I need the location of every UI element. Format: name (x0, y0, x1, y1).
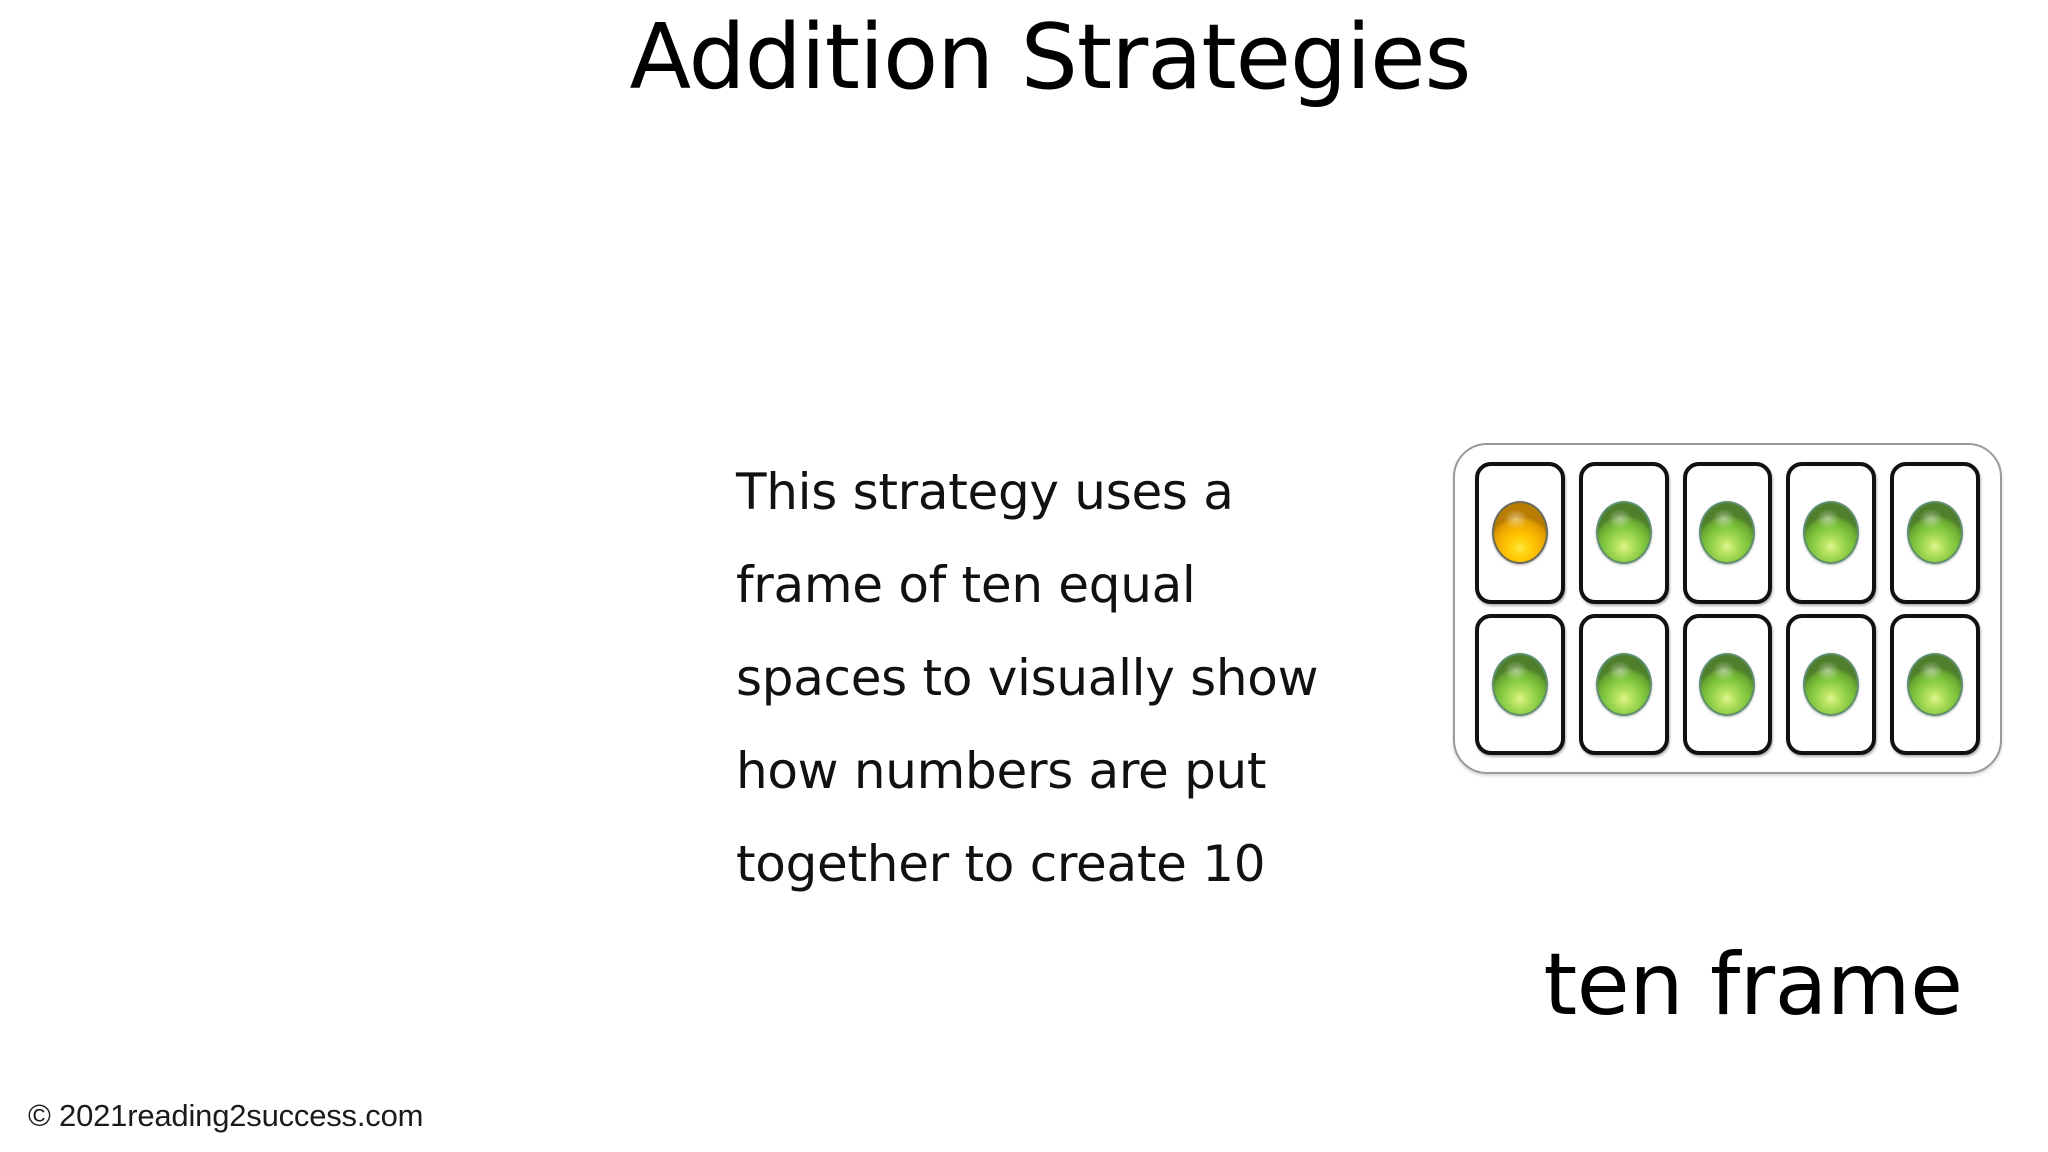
ten-frame-caption: ten frame (1543, 935, 1964, 1035)
ten-frame-graphic (1453, 443, 2002, 774)
counter-token-green-4 (1803, 501, 1860, 565)
counter-token-green-10 (1907, 652, 1964, 716)
counter-token-green-2 (1595, 501, 1652, 565)
ten-frame-cell-2 (1578, 462, 1669, 604)
counter-token-green-6 (1491, 652, 1548, 716)
description-line-4: how numbers are put (736, 742, 1267, 800)
counter-token-green-9 (1803, 652, 1860, 716)
ten-frame-cell-4 (1786, 462, 1877, 604)
description-line-1: This strategy uses a (736, 463, 1234, 521)
counter-token-green-8 (1699, 652, 1756, 716)
page-title: Addition Strategies (629, 5, 1472, 110)
ten-frame-grid (1475, 462, 1980, 755)
description-line-2: frame of ten equal (736, 556, 1196, 614)
ten-frame-cell-9 (1786, 613, 1877, 755)
ten-frame-cell-8 (1682, 613, 1773, 755)
counter-token-orange-1 (1491, 501, 1548, 565)
ten-frame-cell-6 (1475, 613, 1565, 755)
description-line-3: spaces to visually show (736, 649, 1319, 707)
counter-token-green-7 (1595, 652, 1652, 716)
description-line-5: together to create 10 (736, 835, 1266, 893)
ten-frame-cell-5 (1890, 462, 1980, 604)
strategy-description: This strategy uses a frame of ten equal … (736, 446, 1346, 911)
ten-frame-cell-10 (1890, 613, 1980, 755)
ten-frame-cell-3 (1682, 462, 1773, 604)
counter-token-green-5 (1907, 501, 1964, 565)
counter-token-green-3 (1699, 501, 1756, 565)
ten-frame-cell-7 (1578, 613, 1669, 755)
ten-frame-cell-1 (1475, 462, 1565, 604)
copyright-notice: © 2021reading2success.com (28, 1098, 424, 1133)
